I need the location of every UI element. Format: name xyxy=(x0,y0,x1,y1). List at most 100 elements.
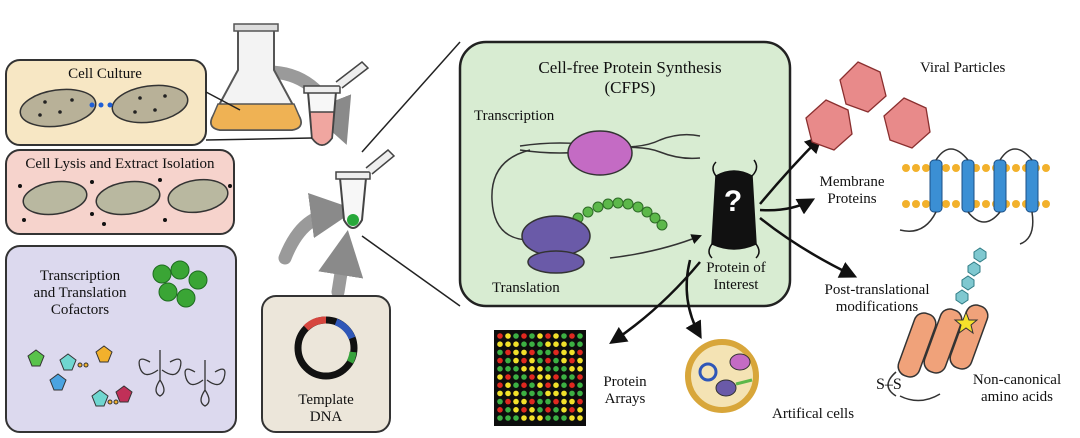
array-spot xyxy=(521,333,527,339)
array-spot xyxy=(545,333,551,339)
disulfide-label: S–S xyxy=(876,376,902,393)
array-spot xyxy=(553,390,559,397)
cfps-panel xyxy=(458,40,792,308)
glycan-chain xyxy=(955,247,987,305)
protein-of-interest-label-2: Interest xyxy=(713,277,759,293)
array-spot xyxy=(497,407,503,413)
array-spot xyxy=(577,357,583,364)
membrane-proteins-label-2: Proteins xyxy=(827,191,877,207)
array-spot xyxy=(513,382,519,389)
transcription-label: Transcription xyxy=(474,108,555,124)
array-spot xyxy=(497,398,503,405)
cell-lysis-label: Cell Lysis and Extract Isolation xyxy=(25,156,215,172)
array-spot xyxy=(545,357,551,364)
array-spot xyxy=(537,374,543,380)
array-spot xyxy=(529,390,535,397)
array-spot xyxy=(513,374,519,380)
array-spot xyxy=(577,407,583,413)
array-spot xyxy=(569,333,575,339)
array-spot xyxy=(513,407,519,413)
array-spot xyxy=(513,349,519,356)
cell-culture-label: Cell Culture xyxy=(68,66,142,82)
ribosome-icon xyxy=(521,215,591,274)
array-spot xyxy=(545,415,551,421)
array-spot xyxy=(545,341,551,348)
array-spot xyxy=(513,390,519,397)
array-spot xyxy=(505,382,511,389)
array-spot xyxy=(529,382,535,389)
array-spot xyxy=(505,349,511,356)
array-spot xyxy=(545,407,551,413)
dna-plasmid-icon xyxy=(294,316,358,380)
virus-icon xyxy=(805,61,931,151)
bacteria-icon xyxy=(19,84,189,128)
question-mark: ? xyxy=(723,185,743,218)
protein-of-interest-label-1: Protein of xyxy=(706,260,766,276)
array-spot xyxy=(545,382,551,389)
array-spot xyxy=(577,398,583,405)
array-spot xyxy=(521,382,527,389)
array-spot xyxy=(553,349,559,356)
template-label-2: DNA xyxy=(309,409,343,425)
array-spot xyxy=(513,333,519,339)
template-label-1: Template xyxy=(298,392,354,408)
cofactors-label-1: Transcription xyxy=(39,268,121,284)
tube-icon xyxy=(303,61,370,146)
array-spot xyxy=(497,333,503,339)
array-spot xyxy=(569,349,575,356)
array-spot xyxy=(521,349,527,356)
callout-lines xyxy=(205,41,461,307)
array-spot xyxy=(577,366,583,372)
artificial-cell-icon xyxy=(685,339,759,413)
array-spot xyxy=(577,333,583,339)
array-spot xyxy=(513,415,519,421)
bacteria-icon xyxy=(18,178,232,226)
array-spot xyxy=(553,382,559,389)
array-spot xyxy=(553,341,559,348)
cfps-abbr: (CFPS) xyxy=(604,78,656,97)
array-spot xyxy=(561,390,567,397)
artificial-cells-label: Artifical cells xyxy=(772,406,855,422)
viral-particles-label: Viral Particles xyxy=(920,60,1006,76)
array-spot xyxy=(521,374,527,380)
membrane-icon xyxy=(899,148,1050,245)
array-spot xyxy=(505,415,511,421)
array-spot xyxy=(537,407,543,413)
array-spot xyxy=(505,374,511,380)
array-spot xyxy=(561,341,567,348)
array-spot xyxy=(577,349,583,356)
flask-icon xyxy=(210,23,302,131)
peptide-chain xyxy=(572,197,668,231)
array-spot xyxy=(497,341,503,348)
membrane-proteins-label-1: Membrane xyxy=(819,174,885,190)
array-spot xyxy=(561,374,567,380)
ncaa-label-2: amino acids xyxy=(980,389,1054,405)
array-spot xyxy=(577,390,583,397)
array-spot xyxy=(561,415,567,421)
array-spot xyxy=(505,333,511,339)
array-spot xyxy=(529,407,535,413)
template-dna-panel xyxy=(261,295,391,433)
array-spot xyxy=(561,366,567,372)
array-spot xyxy=(545,398,551,405)
array-spot xyxy=(569,357,575,364)
array-spot xyxy=(513,357,519,364)
array-spot xyxy=(497,390,503,397)
array-spot xyxy=(521,415,527,421)
array-spot xyxy=(505,407,511,413)
array-spot xyxy=(497,366,503,372)
array-spot xyxy=(569,390,575,397)
array-spot xyxy=(537,341,543,348)
array-spot xyxy=(561,407,567,413)
array-spot xyxy=(537,382,543,389)
array-spot xyxy=(553,374,559,380)
array-spot xyxy=(537,349,543,356)
green-beads xyxy=(152,260,208,308)
array-spot xyxy=(553,357,559,364)
array-spot xyxy=(577,382,583,389)
array-spot xyxy=(521,357,527,364)
array-spot xyxy=(497,382,503,389)
application-arrows xyxy=(609,135,858,344)
array-spot xyxy=(529,398,535,405)
